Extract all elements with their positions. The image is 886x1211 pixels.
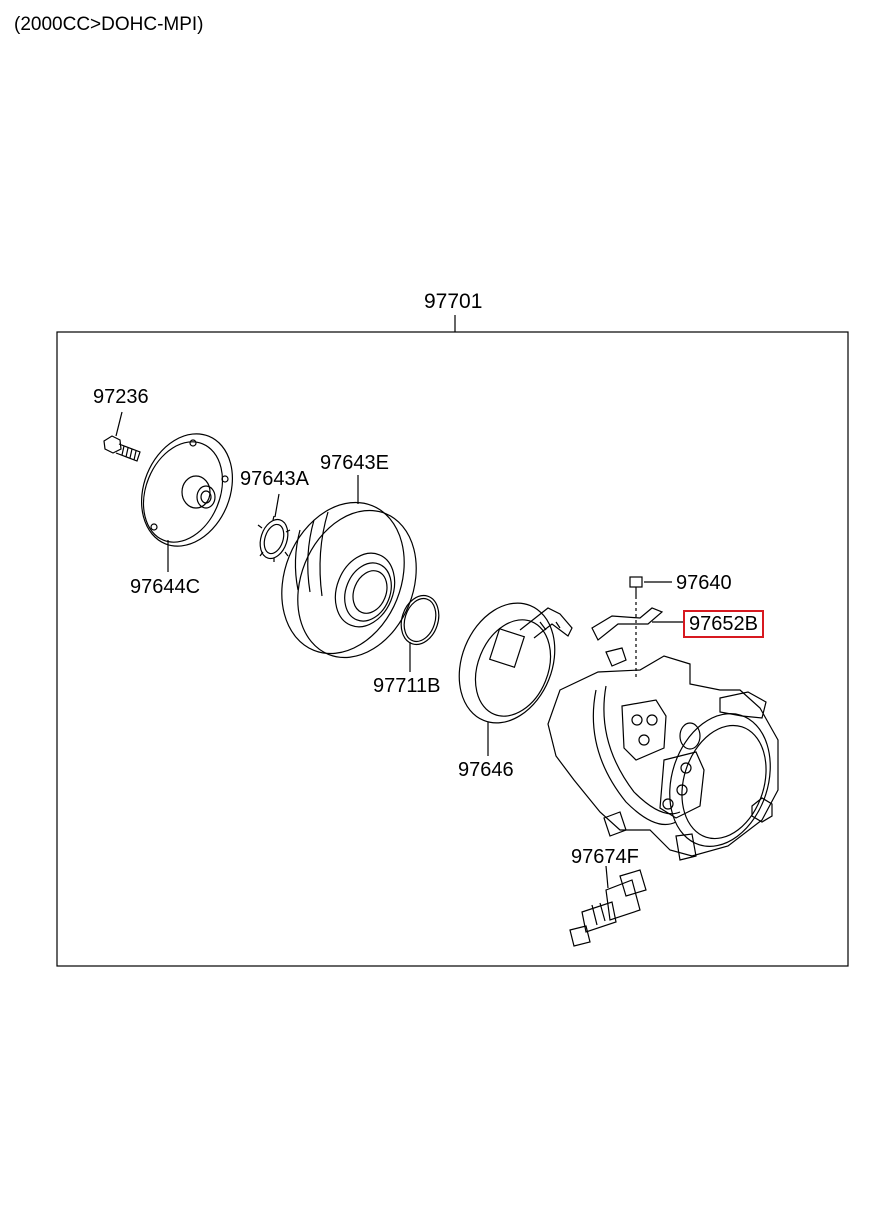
bolt-drawing (103, 435, 141, 462)
pressure-switch-drawing (569, 869, 647, 947)
part-label-shim[interactable]: 97643A (240, 468, 309, 490)
part-label-pressure-switch[interactable]: 97674F (571, 846, 639, 868)
field-coil-drawing (458, 602, 573, 724)
part-label-screw[interactable]: 97640 (676, 572, 732, 594)
part-label-field-coil[interactable]: 97646 (458, 759, 514, 781)
pressure-switch-leader-line (605, 865, 609, 889)
screw-drawing (629, 576, 643, 596)
assembly-part-number[interactable]: 97701 (424, 290, 483, 313)
compressor-drawing (547, 647, 779, 861)
shim-leader-line (274, 493, 280, 518)
part-label-snap-ring[interactable]: 97711B (373, 675, 441, 697)
snap-ring-drawing (400, 594, 440, 646)
part-label-pulley[interactable]: 97643E (320, 452, 389, 474)
part-label-hub[interactable]: 97644C (130, 576, 201, 598)
bracket-drawing (591, 596, 664, 680)
pulley-drawing (281, 501, 417, 659)
assembly-frame (56, 331, 849, 967)
part-label-bracket-highlighted[interactable]: 97652B (683, 610, 764, 638)
engine-variant-caption: (2000CC>DOHC-MPI) (14, 14, 204, 35)
bolt-leader-line (115, 411, 123, 437)
shim-drawing (257, 515, 291, 562)
hub-drawing (140, 433, 234, 547)
part-label-bolt[interactable]: 97236 (93, 386, 149, 408)
